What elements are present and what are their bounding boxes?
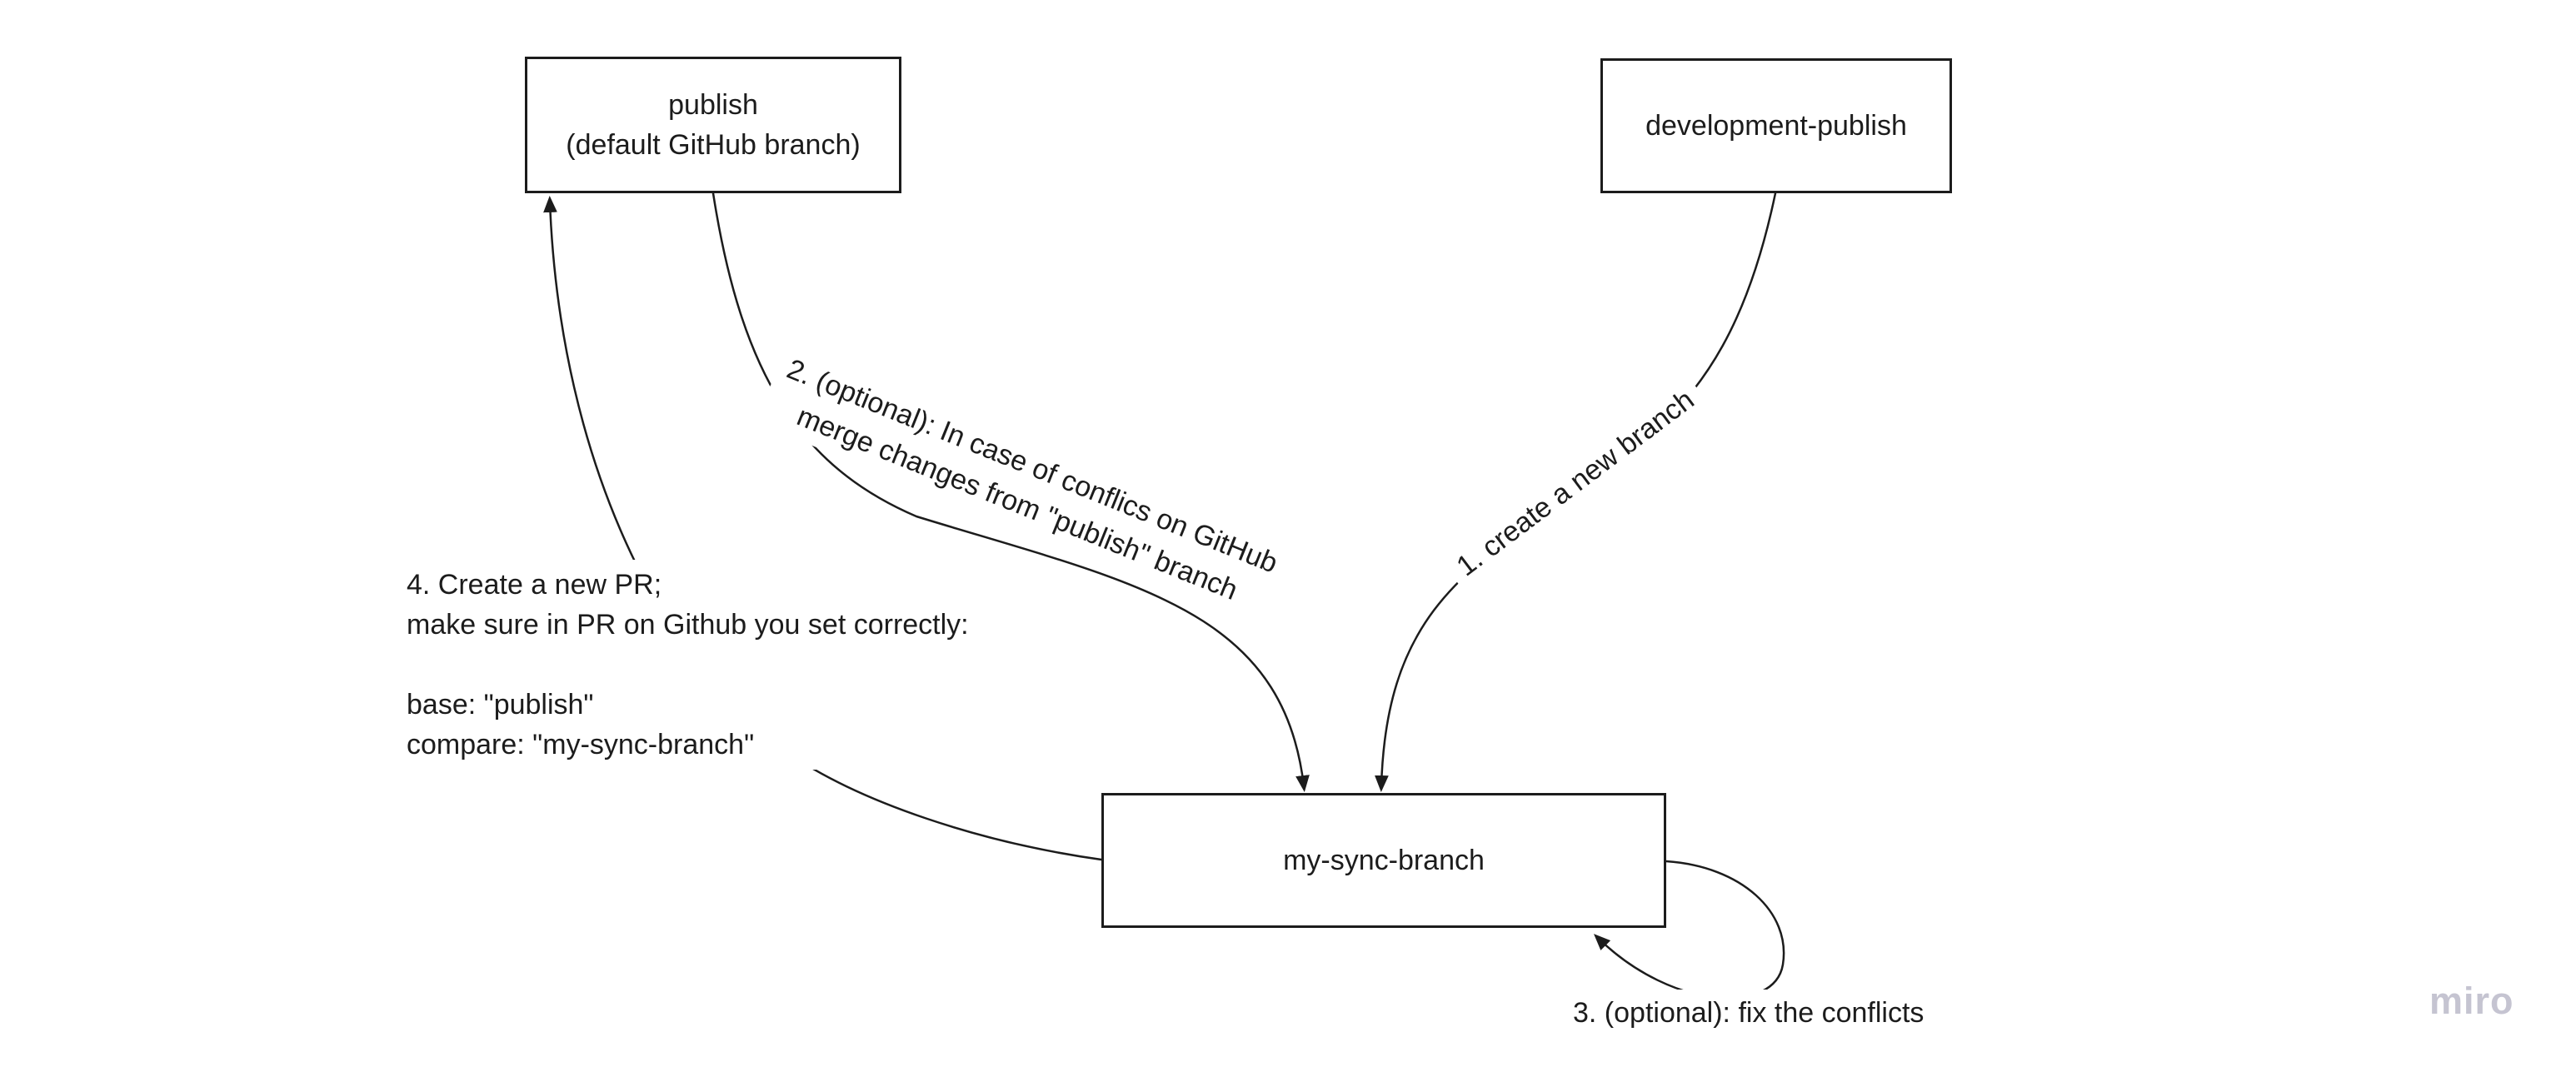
edge-label-fix-conflicts[interactable]: 3. (optional): fix the conflicts: [1563, 990, 1934, 1036]
node-publish-subtitle: (default GitHub branch): [566, 129, 861, 161]
node-development-publish-title: development-publish: [1645, 110, 1907, 142]
edge-label-create-pr[interactable]: 4. Create a new PR; make sure in PR on G…: [402, 560, 981, 770]
node-publish-title: publish: [668, 89, 758, 121]
create-pr-line4: compare: "my-sync-branch": [407, 729, 755, 760]
miro-watermark-logo: miro: [2429, 980, 2514, 1022]
node-publish[interactable]: publish (default GitHub branch): [525, 57, 901, 193]
create-pr-line1: 4. Create a new PR;: [407, 569, 662, 601]
create-pr-line2: make sure in PR on Github you set correc…: [407, 609, 969, 641]
connector-merge-conflicts[interactable]: [711, 192, 1310, 792]
node-my-sync-branch-title: my-sync-branch: [1283, 845, 1485, 876]
create-pr-line3: base: "publish": [407, 689, 594, 720]
connector-fix-conflicts[interactable]: [1593, 860, 1785, 1000]
create-pr-blank-line: [407, 645, 969, 685]
node-development-publish[interactable]: development-publish: [1600, 58, 1952, 193]
node-my-sync-branch[interactable]: my-sync-branch: [1101, 793, 1666, 928]
